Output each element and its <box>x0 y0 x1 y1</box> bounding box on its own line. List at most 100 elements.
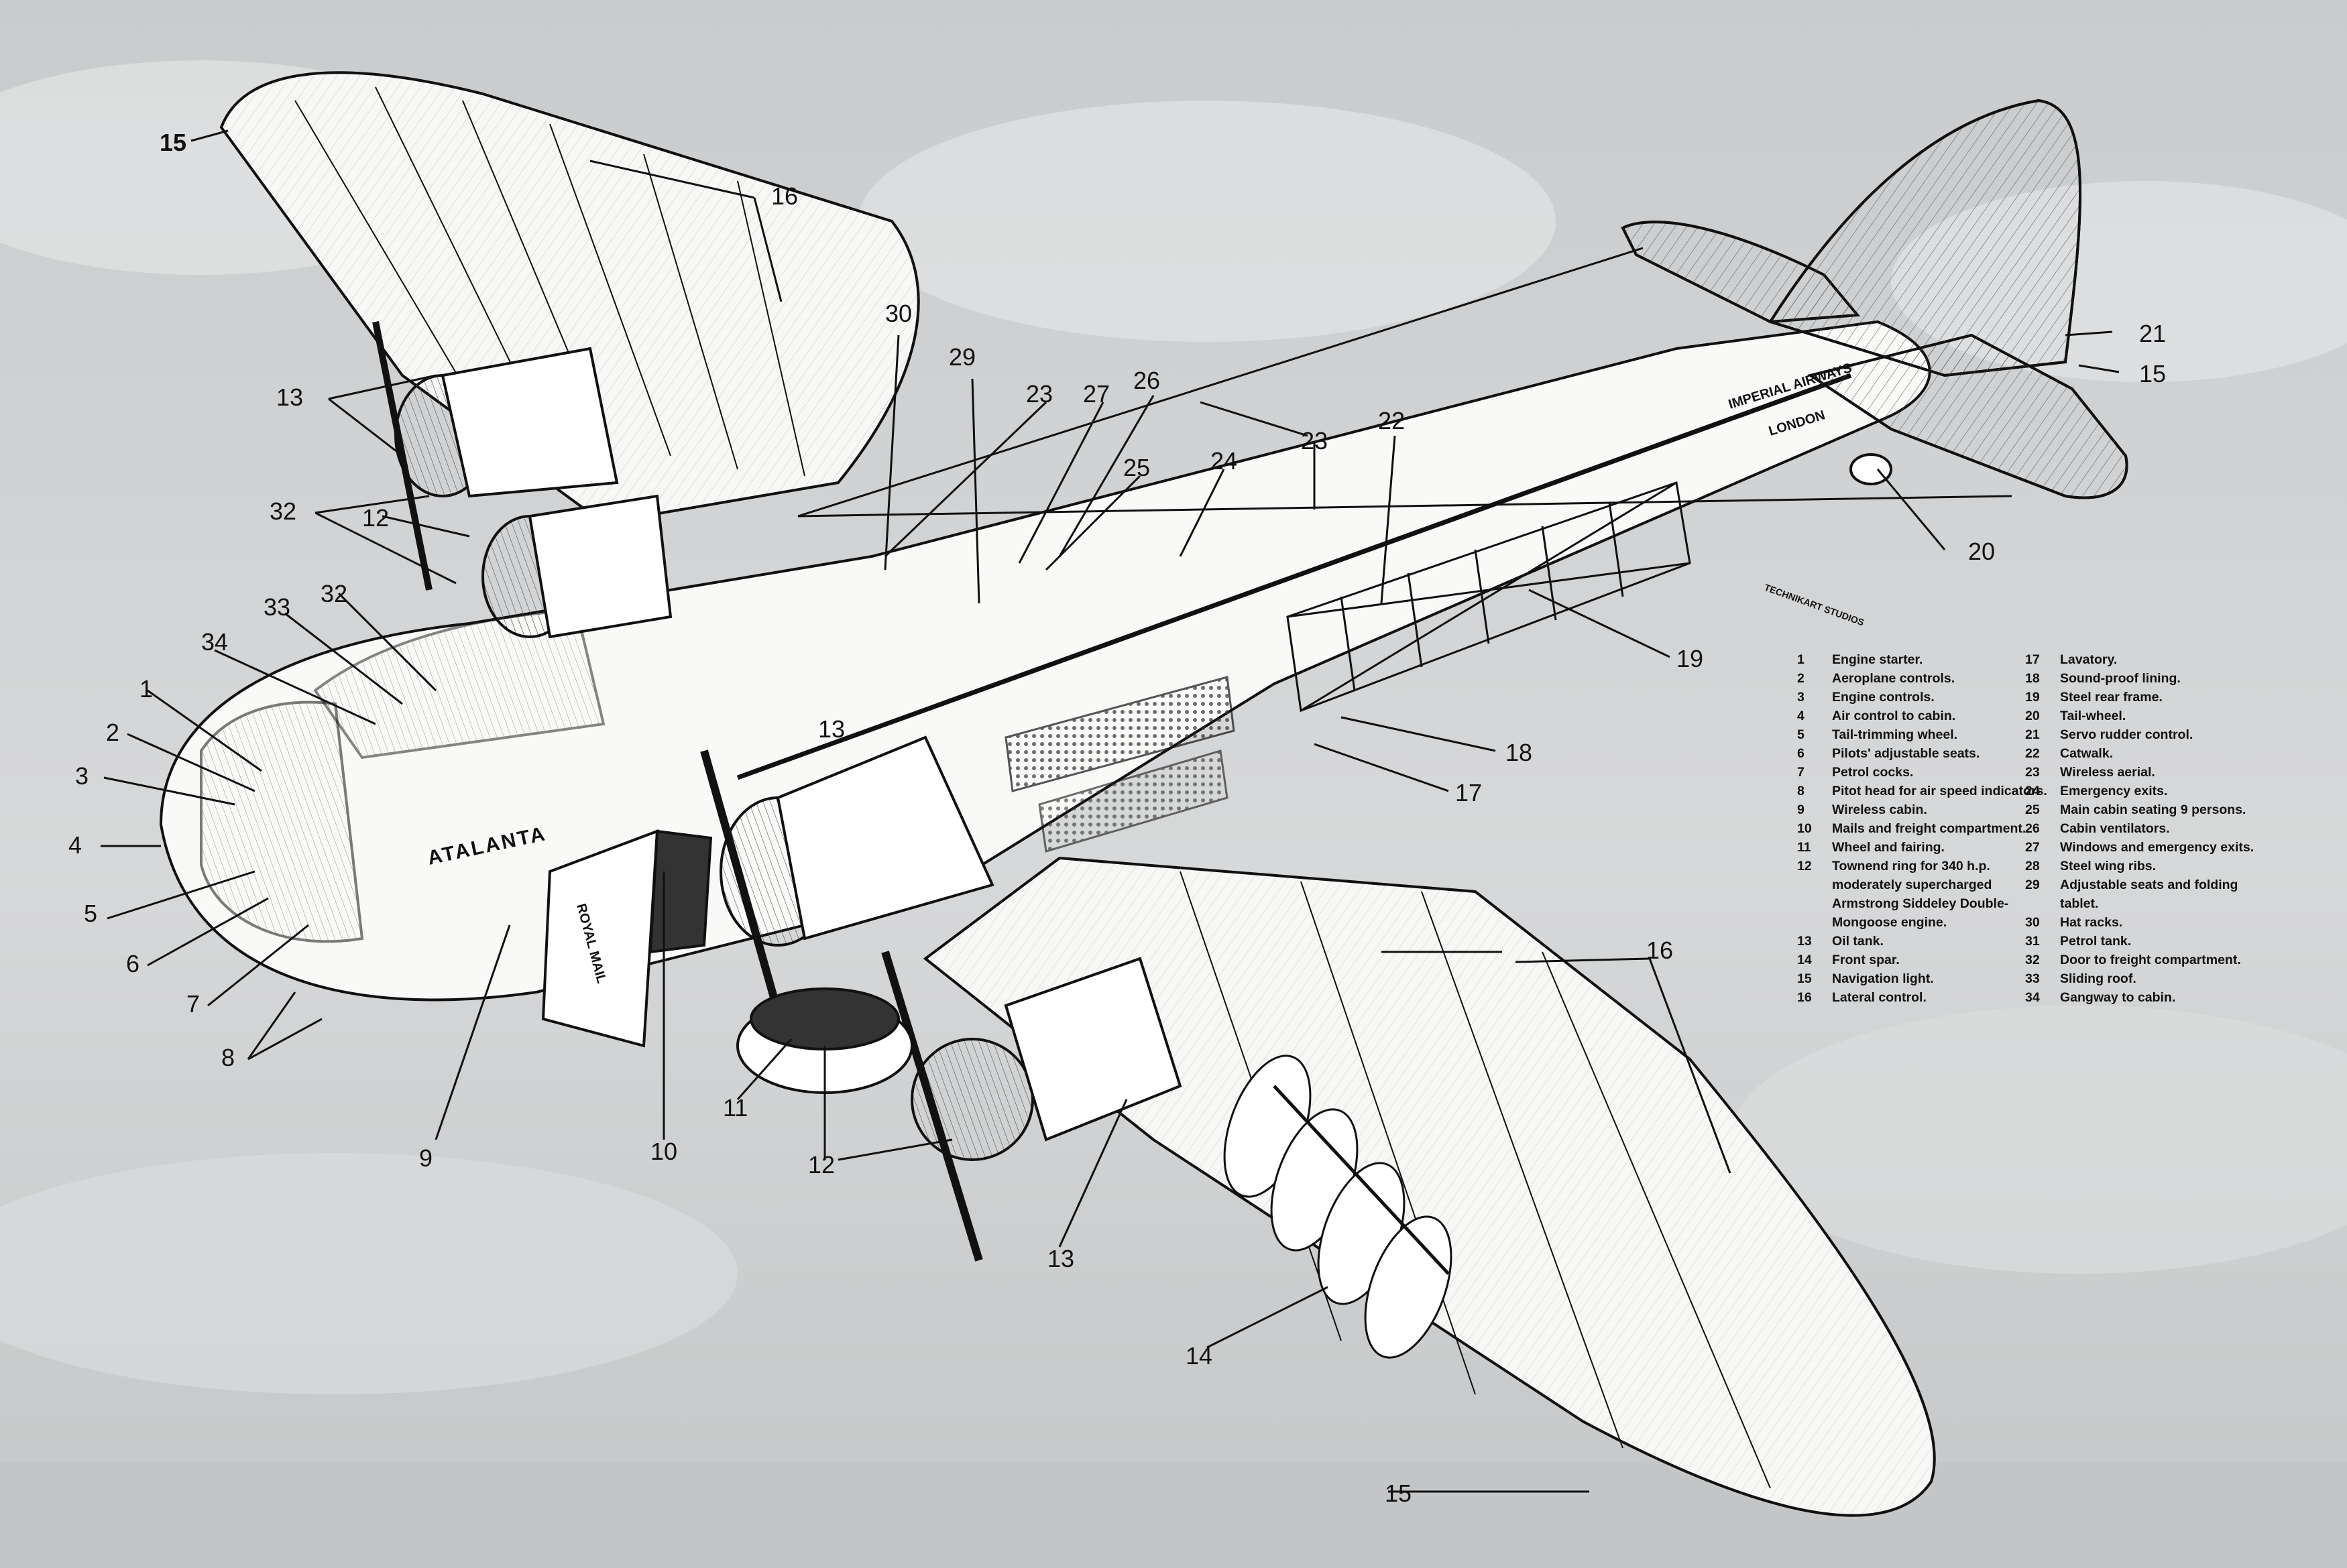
callout-24: 24 <box>1210 447 1237 475</box>
legend-item-number: 5 <box>1797 727 1805 742</box>
legend-item: 34 Gangway to cabin. <box>2025 988 2280 1007</box>
port-wing <box>219 71 920 525</box>
legend-item: 7 Petrol cocks. <box>1797 763 2052 782</box>
callout-2: 2 <box>106 719 119 746</box>
legend-item-text: Mails and freight compartment. <box>1832 821 2026 836</box>
legend-item-number: 22 <box>2025 746 2040 761</box>
callout-17: 17 <box>1455 779 1482 806</box>
fuselage <box>159 320 1931 1048</box>
wireless-aerial <box>797 247 2012 518</box>
callout-6: 6 <box>126 950 139 977</box>
legend-item-text: Gangway to cabin. <box>2060 990 2176 1005</box>
callout-18: 18 <box>1505 739 1532 766</box>
callout-23-cockpit: 23 <box>1026 380 1053 408</box>
callout-13-engine: 13 <box>818 715 845 743</box>
legend-item-text: Aeroplane controls. <box>1832 671 1955 686</box>
legend-item: 33 Sliding roof. <box>2025 969 2280 988</box>
legend-item-text: Lavatory. <box>2060 652 2118 667</box>
legend-item-text: Servo rudder control. <box>2060 727 2193 742</box>
legend-item-number: 17 <box>2025 652 2040 667</box>
callout-4: 4 <box>68 831 82 859</box>
legend-item-number: 16 <box>1797 990 1812 1005</box>
legend-item: 4 Air control to cabin. <box>1797 707 2052 725</box>
legend-item-text: Steel rear frame. <box>2060 690 2163 705</box>
callout-12-starboard: 12 <box>808 1151 835 1179</box>
callout-9: 9 <box>419 1144 433 1172</box>
legend-item: 20 Tail-wheel. <box>2025 707 2280 725</box>
legend-item-text: Sound-proof lining. <box>2060 671 2181 686</box>
legend-item: 22 Catwalk. <box>2025 744 2280 763</box>
legend-item-text: Petrol cocks. <box>1832 765 1914 780</box>
legend-item-number: 28 <box>2025 859 2040 873</box>
legend-item-text: Tail-wheel. <box>2060 709 2126 723</box>
legend-item: 32 Door to freight compartment. <box>2025 951 2280 969</box>
legend-item-text: Emergency exits. <box>2060 784 2168 798</box>
callout-12-port: 12 <box>362 504 389 532</box>
legend-column-1: 1 Engine starter. 2 Aeroplane controls. 3 Eng… <box>1797 650 2052 1007</box>
legend-item-number: 3 <box>1797 690 1805 705</box>
legend-item-number: 7 <box>1797 765 1805 780</box>
legend-item-text: Catwalk. <box>2060 746 2114 761</box>
legend-item-text: Engine controls. <box>1832 690 1935 705</box>
legend-item-text: Wheel and fairing. <box>1832 840 1945 855</box>
callout-34: 34 <box>201 628 228 656</box>
callout-13-starboard: 13 <box>1047 1245 1074 1272</box>
legend-item-text: Lateral control. <box>1832 990 1927 1005</box>
tail-assembly <box>1621 99 2128 499</box>
legend-item-text: Sliding roof. <box>2060 971 2136 986</box>
legend-item-number: 2 <box>1797 671 1805 686</box>
legend-item-number: 34 <box>2025 990 2040 1005</box>
legend-item-text: Adjustable seats and folding tablet. <box>2060 878 2238 911</box>
callout-22: 22 <box>1378 407 1405 434</box>
callout-30: 30 <box>885 300 912 327</box>
legend-item-number: 21 <box>2025 727 2040 742</box>
legend-item-number: 4 <box>1797 709 1805 723</box>
callout-16-port: 16 <box>771 182 798 210</box>
legend-item-text: Air control to cabin. <box>1832 709 1956 723</box>
legend-item-number: 12 <box>1797 859 1812 873</box>
legend-item-number: 1 <box>1797 652 1805 667</box>
steel-rear-frame <box>1286 481 1691 713</box>
callout-15-starboard: 15 <box>1385 1480 1412 1507</box>
callout-29: 29 <box>949 343 976 371</box>
engine-outer-port <box>372 321 619 591</box>
legend-item-text: Engine starter. <box>1832 652 1923 667</box>
legend-item: 3 Engine controls. <box>1797 688 2052 707</box>
callout-10: 10 <box>650 1138 677 1165</box>
legend-item-number: 32 <box>2025 953 2040 967</box>
callout-32-label: 32 <box>321 580 347 607</box>
cabin-windows <box>1005 676 1235 853</box>
callout-31: 32 <box>270 497 296 525</box>
legend-item-text: Door to freight compartment. <box>2060 953 2241 967</box>
legend-item-number: 33 <box>2025 971 2040 986</box>
engine-inner-port <box>481 494 673 639</box>
legend-item-number: 29 <box>2025 878 2040 892</box>
legend-item-text: Oil tank. <box>1832 934 1884 949</box>
legend-item-text: Main cabin seating 9 persons. <box>2060 802 2246 817</box>
legend-item: 2 Aeroplane controls. <box>1797 669 2052 688</box>
legend-item-number: 20 <box>2025 709 2040 723</box>
legend-item-text: Pilots' adjustable seats. <box>1832 746 1980 761</box>
legend-item-text: Cabin ventilators. <box>2060 821 2170 836</box>
callout-16-starboard: 16 <box>1646 937 1673 964</box>
legend-item: 29 Adjustable seats and folding tablet. <box>2025 876 2280 913</box>
legend-item-number: 31 <box>2025 934 2040 949</box>
legend-item-number: 8 <box>1797 784 1805 798</box>
freight-door <box>541 829 659 1048</box>
callout-20: 20 <box>1968 538 1995 565</box>
callout-3: 3 <box>75 762 89 790</box>
callout-25: 25 <box>1123 454 1150 481</box>
